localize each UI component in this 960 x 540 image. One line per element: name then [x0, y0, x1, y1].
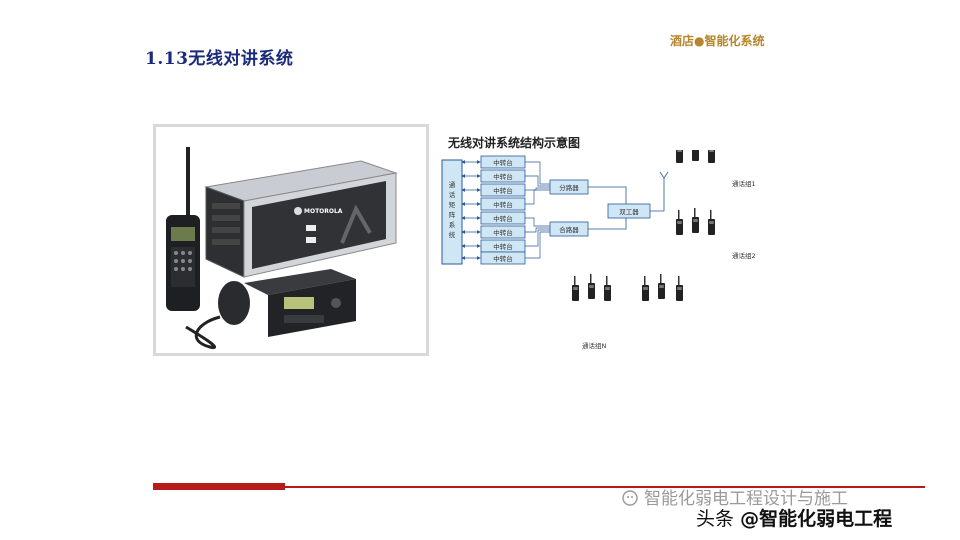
- handheld-radio: [166, 147, 200, 311]
- talk-group-n: 通话组N: [572, 274, 683, 350]
- matrix-label-char: 通: [449, 180, 456, 189]
- repeater-label: 中转台: [493, 242, 513, 251]
- matrix-label-char: 阵: [449, 210, 456, 219]
- duplexer-label: 双工器: [619, 208, 639, 216]
- repeater-label: 中转台: [493, 254, 513, 263]
- antenna-icon: [650, 171, 669, 212]
- matrix-label-char: 矩: [449, 200, 456, 209]
- brand-header: 酒店●智能化系统: [670, 34, 765, 48]
- system-structure-diagram: 通 话 矩 阵 系 统 中转台 中转台 中转台 中转台 中转台 中转台 中转台 …: [441, 150, 756, 350]
- handheld-microphone: [185, 281, 250, 350]
- matrix-label-char: 统: [449, 230, 456, 239]
- repeater-label: 中转台: [493, 200, 513, 209]
- diagram-title: 无线对讲系统结构示意图: [448, 136, 581, 150]
- toutiao-watermark: 头条 @智能化弱电工程: [696, 504, 892, 531]
- toutiao-account: @智能化弱电工程: [740, 508, 893, 530]
- repeater-label: 中转台: [493, 228, 513, 237]
- matrix-box: [441, 159, 463, 265]
- product-photo: MOTOROLA: [153, 124, 429, 356]
- repeater-unit: MOTOROLA: [204, 160, 398, 278]
- radio-equipment-illustration: MOTOROLA: [166, 147, 398, 350]
- mobile-radio: [244, 269, 356, 337]
- talk-group-2: 通话组2: [676, 208, 756, 260]
- toutiao-prefix: 头条: [696, 508, 735, 530]
- combiner-label: 合路器: [559, 225, 579, 234]
- talk-group-1: 通话组1: [676, 150, 756, 188]
- repeater-label: 中转台: [493, 214, 513, 223]
- group2-label: 通话组2: [732, 251, 756, 260]
- repeater-label: 中转台: [493, 172, 513, 181]
- slide-title: 1.13无线对讲系统: [145, 49, 294, 69]
- repeater-label: 中转台: [493, 186, 513, 195]
- footer-rule: [285, 486, 925, 488]
- splitter-label: 分路器: [559, 183, 579, 192]
- matrix-label-char: 话: [449, 190, 456, 199]
- wechat-watermark: 智能化弱电工程设计与施工: [622, 484, 848, 509]
- wechat-icon: [622, 490, 638, 506]
- footer-rule-accent: [153, 483, 285, 490]
- repeater-label: 中转台: [493, 158, 513, 167]
- wechat-account: 智能化弱电工程设计与施工: [644, 489, 848, 509]
- group1-label: 通话组1: [732, 179, 756, 188]
- groupN-label: 通话组N: [582, 341, 607, 350]
- matrix-label-char: 系: [449, 220, 456, 229]
- repeater-brand: MOTOROLA: [304, 208, 343, 215]
